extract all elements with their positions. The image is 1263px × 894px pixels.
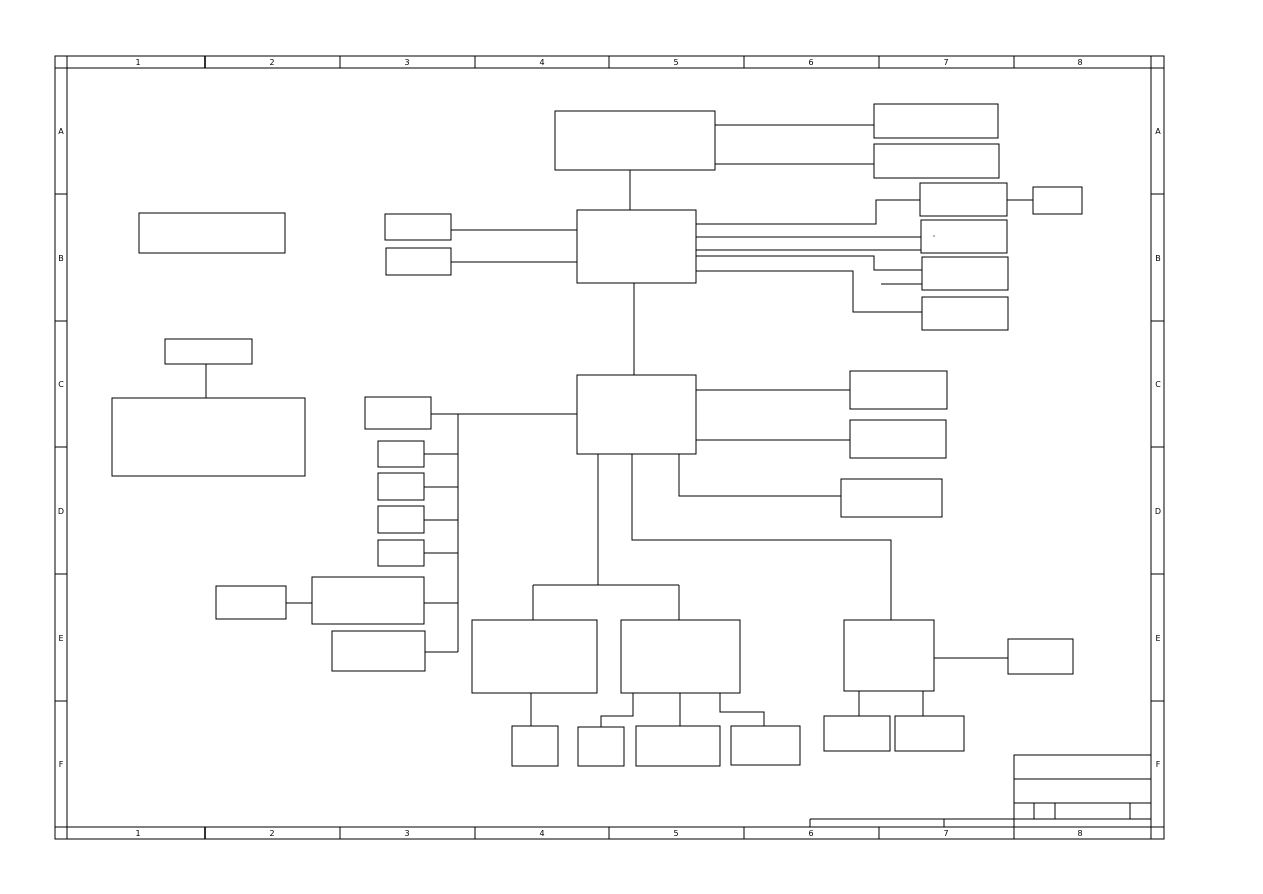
left-group-top-block: [164, 338, 253, 365]
sub-block-2: [577, 726, 625, 767]
right-block-b1-child: [1032, 186, 1083, 215]
row-label-right: E: [1155, 634, 1160, 643]
blocks: [111, 103, 1083, 767]
sub-block-4: [730, 725, 801, 766]
column-label-top: 5: [673, 58, 678, 67]
right-block-d1: [840, 478, 943, 518]
bottom-block-left: [471, 619, 598, 694]
bus-block-5: [377, 539, 425, 567]
sub-block-1: [511, 725, 559, 767]
bus-block-2: [377, 440, 425, 468]
column-label-top: 4: [539, 58, 544, 67]
left-block-b2: [385, 247, 452, 276]
hub-block-2: [576, 374, 697, 455]
column-label-bottom: 1: [135, 829, 140, 838]
module-block: [843, 619, 935, 692]
left-block-b1: [384, 213, 452, 241]
title-block: [809, 754, 1152, 828]
row-label-right: A: [1155, 127, 1161, 136]
dot-mark: [933, 235, 935, 237]
column-label-bottom: 4: [539, 829, 544, 838]
bottom-block-right: [620, 619, 741, 694]
row-label-right: F: [1156, 760, 1161, 769]
standalone-block: [138, 212, 286, 254]
column-label-top: 3: [404, 58, 409, 67]
column-label-top: 7: [943, 58, 948, 67]
bus-block-3: [377, 472, 425, 501]
column-label-bottom: 3: [404, 829, 409, 838]
top-block: [554, 110, 716, 171]
drawing-frame: 1 2 3 4 5 6 7 8 1 2 3 4 5 6 7 8 A B C D …: [54, 55, 1165, 840]
bus-block-6: [311, 576, 425, 625]
column-label-bottom: 6: [808, 829, 813, 838]
column-label-bottom: 8: [1077, 829, 1082, 838]
right-block-a2: [873, 143, 1000, 179]
row-label-left: A: [58, 127, 64, 136]
column-label-top: 8: [1077, 58, 1082, 67]
bus-block-7: [331, 630, 426, 672]
column-label-top: 2: [269, 58, 274, 67]
right-block-a1: [873, 103, 999, 139]
right-block-b4: [921, 296, 1009, 331]
module-sub-block-1: [823, 715, 891, 752]
row-label-left: B: [58, 254, 64, 263]
bus-block-6-child: [215, 585, 287, 620]
row-label-left: D: [58, 507, 64, 516]
column-label-bottom: 5: [673, 829, 678, 838]
right-block-b2: [920, 219, 1008, 254]
right-block-c2: [849, 419, 947, 459]
row-label-right: D: [1155, 507, 1161, 516]
row-label-left: C: [58, 380, 64, 389]
bus-block-1: [364, 396, 432, 430]
right-block-b3: [921, 256, 1009, 291]
column-label-bottom: 2: [269, 829, 274, 838]
row-label-left: F: [59, 760, 64, 769]
column-label-bottom: 7: [943, 829, 948, 838]
row-label-left: E: [58, 634, 63, 643]
row-label-right: B: [1155, 254, 1161, 263]
module-sub-block-2: [894, 715, 965, 752]
right-block-b1: [919, 182, 1008, 217]
column-label-top: 6: [808, 58, 813, 67]
left-group-main-block: [111, 397, 306, 477]
bus-block-4: [377, 505, 425, 534]
connection-lines: [205, 124, 1033, 727]
column-label-top: 1: [135, 58, 140, 67]
right-block-c1: [849, 370, 948, 410]
module-side-block: [1007, 638, 1074, 675]
row-label-right: C: [1155, 380, 1161, 389]
hub-block-1: [576, 209, 697, 284]
sub-block-3: [635, 725, 721, 767]
